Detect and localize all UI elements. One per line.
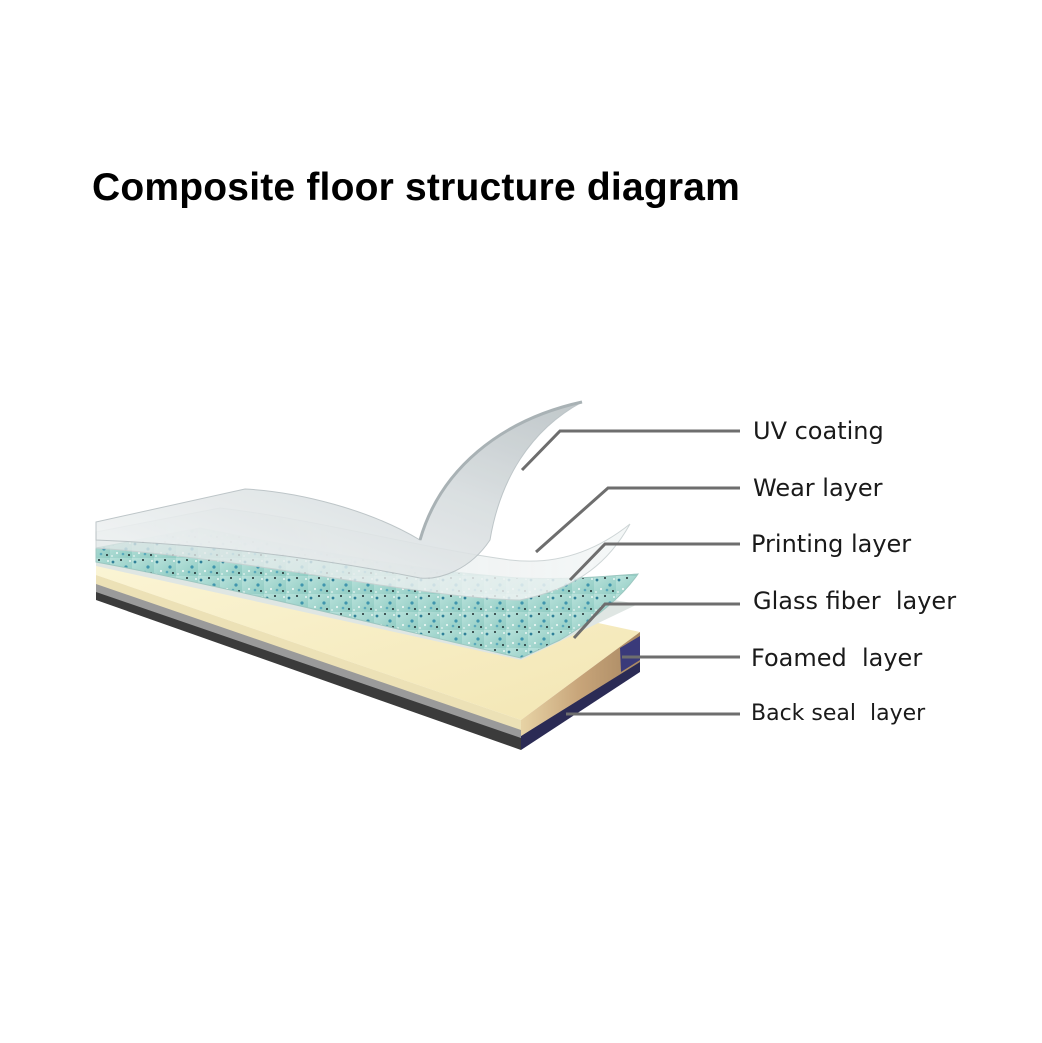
label-foamed-layer: Foamed layer — [751, 646, 922, 670]
leader-line-wear — [536, 488, 740, 552]
leader-line-uv — [522, 431, 740, 470]
label-printing-layer: Printing layer — [751, 532, 911, 556]
label-wear-layer: Wear layer — [753, 476, 883, 500]
label-back-seal-layer: Back seal layer — [751, 703, 925, 725]
label-uv-coating: UV coating — [753, 419, 884, 443]
label-glass-fiber-layer: Glass fiber layer — [753, 589, 956, 613]
